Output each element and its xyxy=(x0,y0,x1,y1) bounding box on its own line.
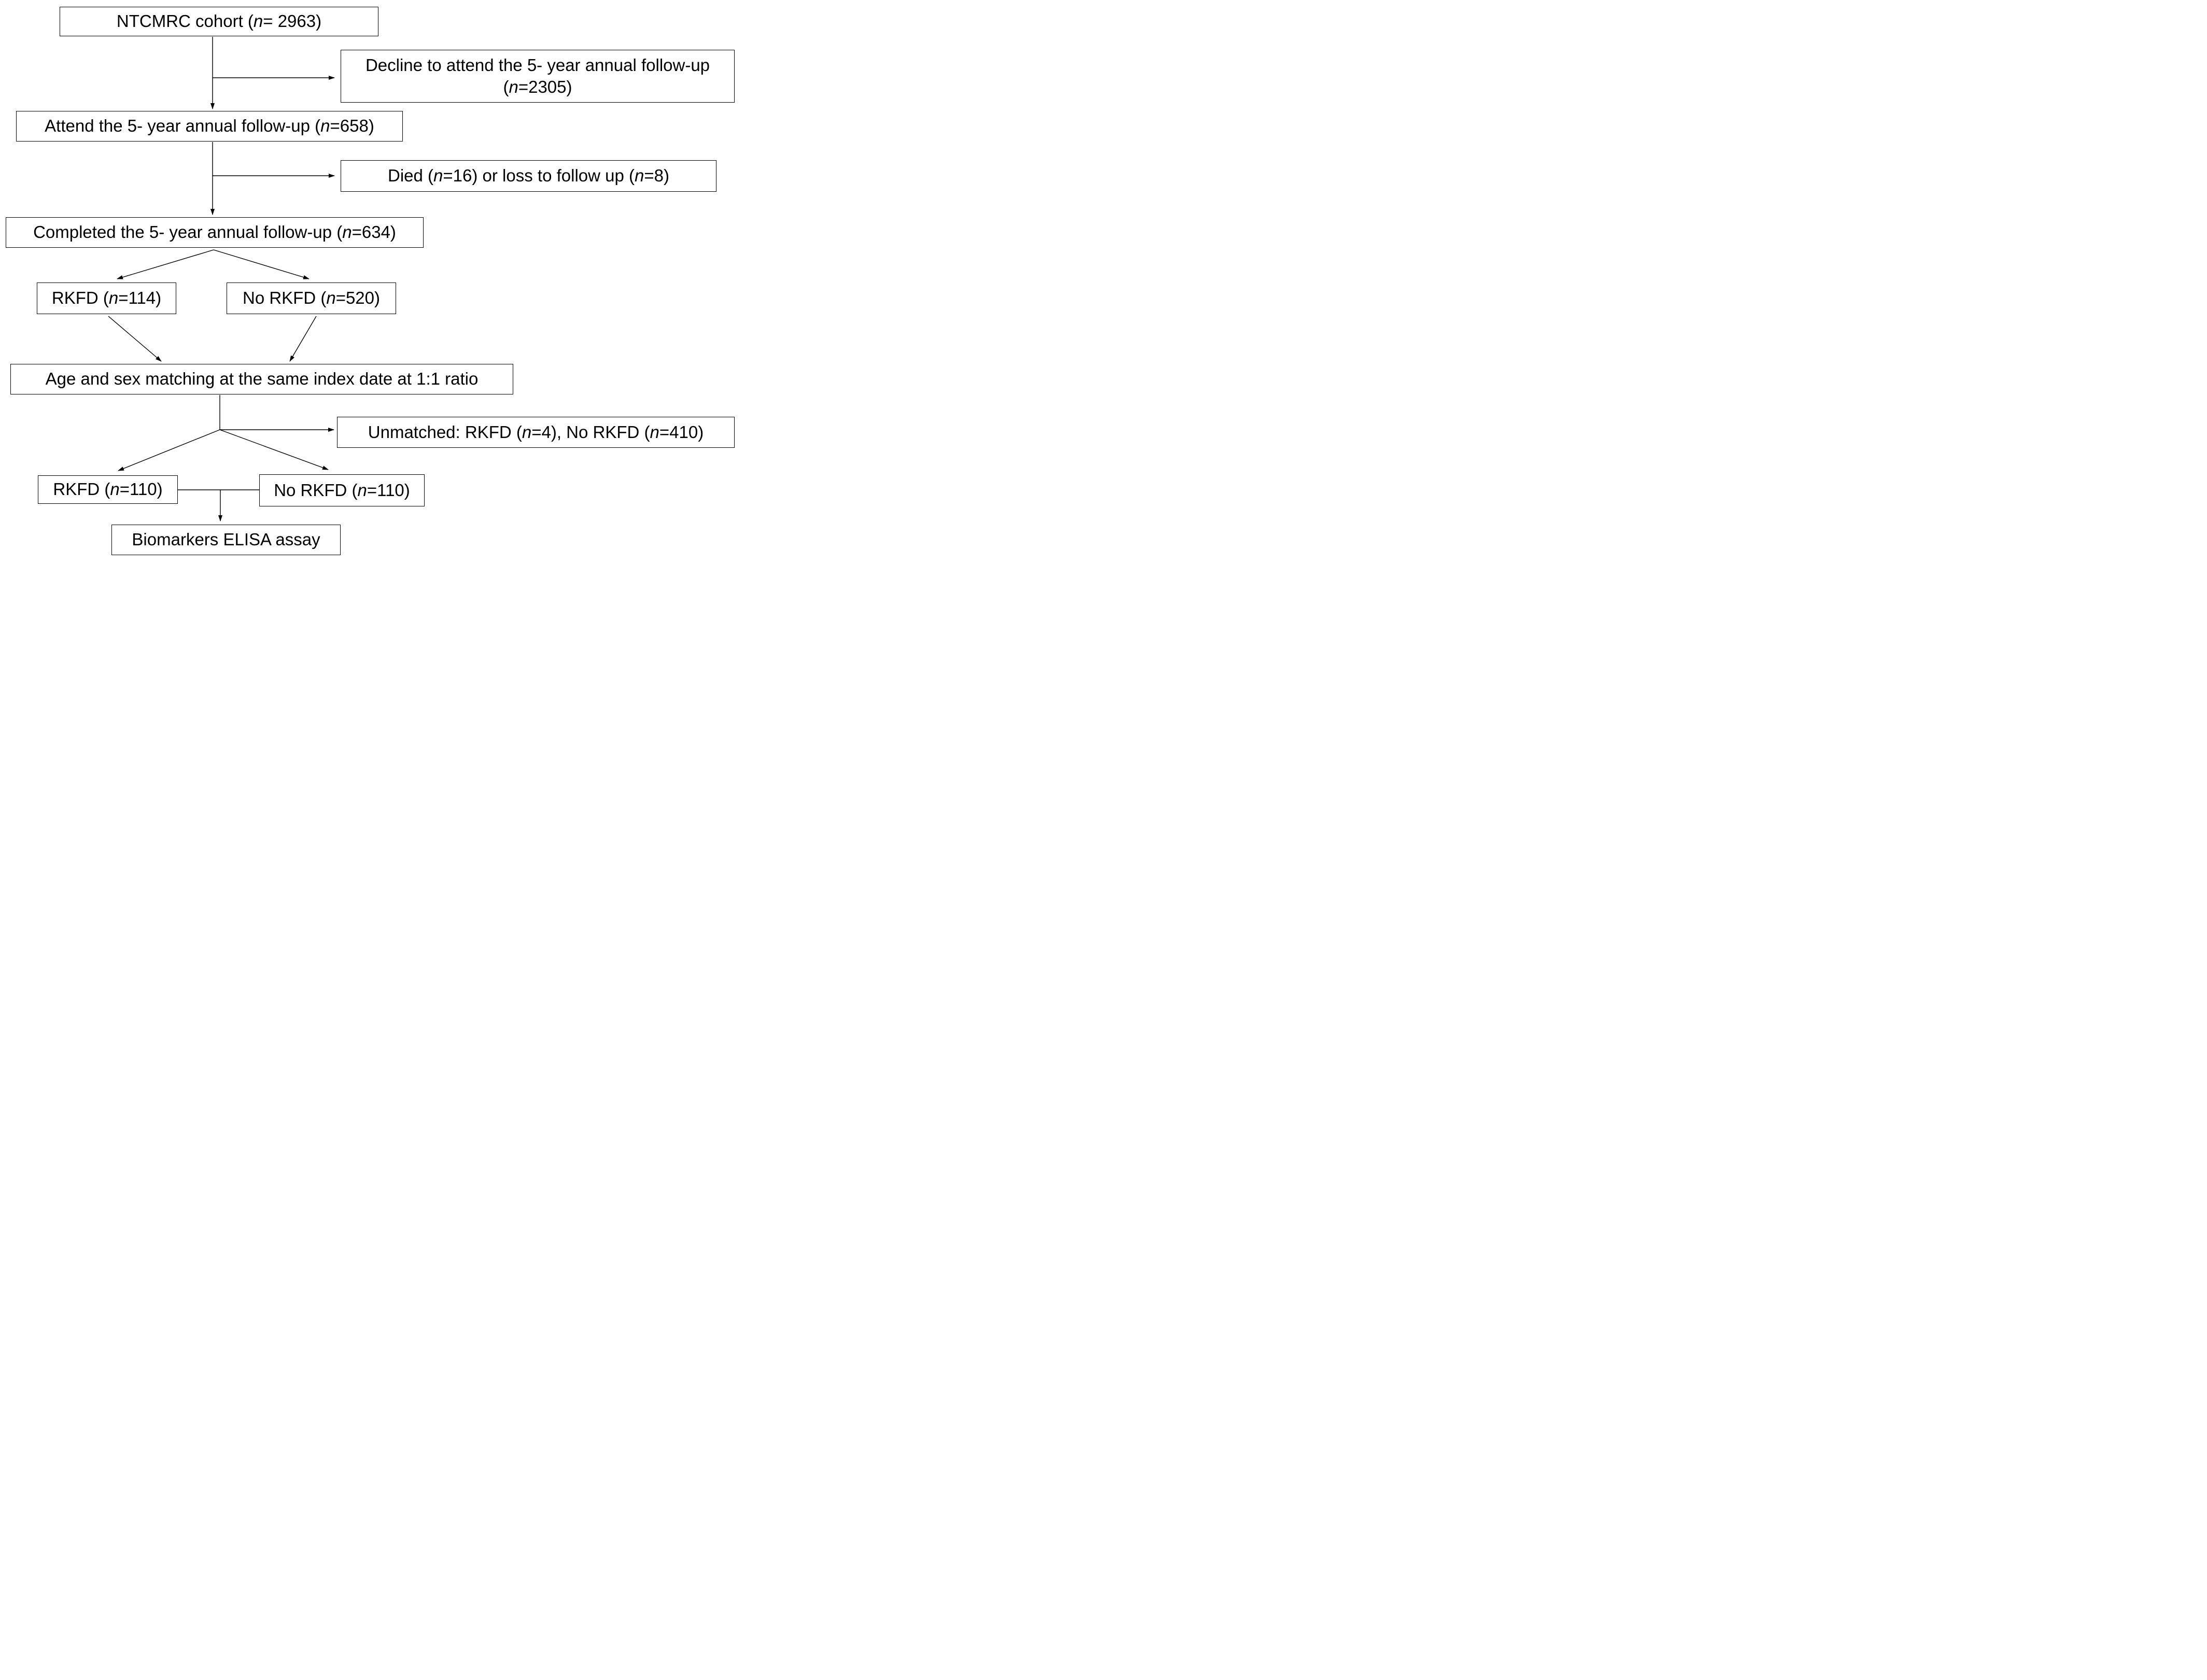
arrow-rkfd114-to-matching xyxy=(108,316,162,362)
node-label: Unmatched: RKFD (n=4), No RKFD (n=410) xyxy=(368,422,704,442)
node-attend-followup: Attend the 5- year annual follow-up (n=6… xyxy=(16,111,403,142)
node-label: Age and sex matching at the same index d… xyxy=(45,369,479,389)
node-died-or-lost: Died (n=16) or loss to follow up (n=8) xyxy=(341,160,716,192)
node-no-rkfd-520: No RKFD (n=520) xyxy=(227,283,396,314)
arrow-fork-norkfd110 xyxy=(219,429,329,470)
node-rkfd-114: RKFD (n=114) xyxy=(37,283,176,314)
arrow-split-norkfd520 xyxy=(213,249,310,279)
node-label: RKFD (n=114) xyxy=(51,288,162,308)
node-label: RKFD (n=110) xyxy=(53,479,163,499)
node-rkfd-110: RKFD (n=110) xyxy=(38,475,178,504)
node-completed-followup: Completed the 5- year annual follow-up (… xyxy=(6,217,424,248)
arrow-norkfd520-to-matching xyxy=(289,316,317,362)
node-label-line1: Decline to attend the 5- year annual fol… xyxy=(365,55,710,75)
arrow-split-rkfd114 xyxy=(117,249,214,279)
node-label: Died (n=16) or loss to follow up (n=8) xyxy=(388,166,669,186)
node-no-rkfd-110: No RKFD (n=110) xyxy=(259,474,425,506)
node-label: No RKFD (n=110) xyxy=(274,480,410,500)
node-label-line2: (n=2305) xyxy=(503,77,572,96)
node-label: Attend the 5- year annual follow-up (n=6… xyxy=(45,116,374,136)
connector-layer xyxy=(108,37,335,521)
node-label: No RKFD (n=520) xyxy=(242,288,381,308)
arrow-fork-rkfd110 xyxy=(118,429,220,471)
node-label: Completed the 5- year annual follow-up (… xyxy=(33,222,396,242)
node-age-sex-matching: Age and sex matching at the same index d… xyxy=(10,364,513,394)
node-unmatched: Unmatched: RKFD (n=4), No RKFD (n=410) xyxy=(337,417,735,448)
node-label: NTCMRC cohort (n= 2963) xyxy=(116,11,322,31)
node-biomarkers-elisa: Biomarkers ELISA assay xyxy=(111,525,341,555)
flow-diagram: NTCMRC cohort (n= 2963) Decline to atten… xyxy=(0,0,736,560)
node-ntcmrc-cohort: NTCMRC cohort (n= 2963) xyxy=(60,7,378,36)
node-label: Biomarkers ELISA assay xyxy=(132,530,320,549)
node-decline-followup: Decline to attend the 5- year annual fol… xyxy=(341,50,735,103)
